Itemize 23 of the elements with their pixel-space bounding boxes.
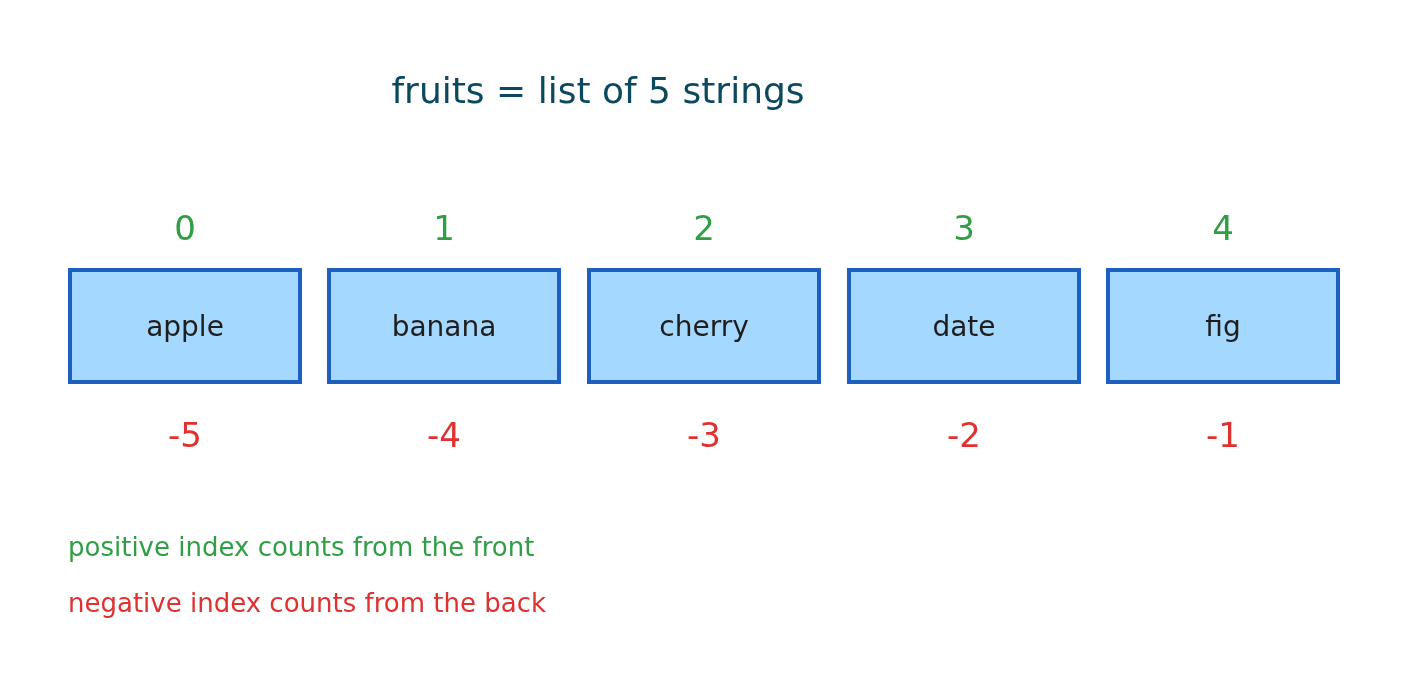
list-item-box <box>847 268 1081 384</box>
list-item-box <box>587 268 821 384</box>
item-text: cherry <box>659 309 749 343</box>
list-item-box <box>327 268 561 384</box>
index-number: -3 <box>687 415 721 455</box>
note-text: negative index counts from the back <box>68 588 547 618</box>
item-text: apple <box>146 309 224 343</box>
index-number: -5 <box>168 415 202 455</box>
item-text: banana <box>391 309 497 343</box>
index-number: 0 <box>174 208 196 248</box>
index-number: -2 <box>947 415 981 455</box>
diagram-title: fruits = list of 5 strings <box>391 69 805 111</box>
index-number: 2 <box>693 208 715 248</box>
item-text: date <box>932 309 996 343</box>
list-item-box <box>1106 268 1340 384</box>
item-text: fig <box>1205 309 1241 343</box>
note-text: positive index counts from the front <box>68 532 535 562</box>
index-number: -4 <box>427 415 461 455</box>
index-number: 3 <box>953 208 975 248</box>
list-item-box <box>68 268 302 384</box>
index-number: 1 <box>433 208 455 248</box>
index-number: 4 <box>1212 208 1234 248</box>
index-number: -1 <box>1206 415 1240 455</box>
